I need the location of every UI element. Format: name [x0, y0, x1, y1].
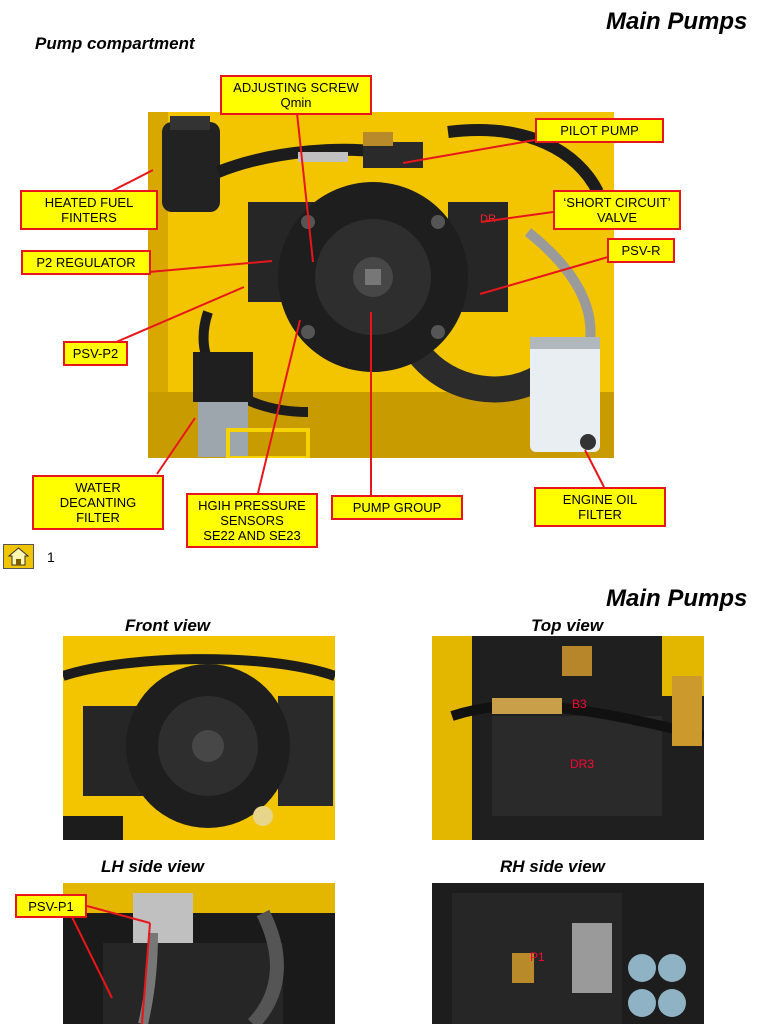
callout-pilot-pump: PILOT PUMP: [535, 118, 664, 143]
rh-side-view-heading: RH side view: [500, 857, 605, 876]
callout-psv-p2: PSV-P2: [63, 341, 128, 366]
callout-pump-group: PUMP GROUP: [331, 495, 463, 520]
rh-side-view-photo: P1: [432, 883, 704, 1024]
photo-label-p1: P1: [530, 950, 545, 964]
slide2-title: Main Pumps: [606, 585, 748, 612]
callout-adjusting-screw: ADJUSTING SCREW Qmin: [220, 75, 372, 115]
top-view-heading: Top view: [531, 616, 604, 635]
callout-high-pressure-sensors: HGIH PRESSURE SENSORS SE22 AND SE23: [186, 493, 318, 548]
photo-label-b3: B3: [572, 697, 587, 711]
slide1-subtitle: Pump compartment: [35, 34, 195, 53]
callout-short-circuit-valve: ‘SHORT CIRCUIT’ VALVE: [553, 190, 681, 230]
lh-side-view-photo: [63, 883, 335, 1024]
photo-label-dr3: DR3: [570, 757, 594, 771]
top-view-photo: B3 DR3: [432, 636, 704, 840]
page-number: 1: [47, 549, 55, 565]
pump-compartment-photo: DR: [148, 112, 614, 458]
lh-side-view-heading: LH side view: [101, 857, 204, 876]
callout-heated-fuel-filters: HEATED FUEL FINTERS: [20, 190, 158, 230]
photo-label-dr: DR: [480, 213, 496, 225]
callout-psv-r: PSV-R: [607, 238, 675, 263]
callout-water-decanting-filter: WATER DECANTING FILTER: [32, 475, 164, 530]
home-icon: [7, 547, 30, 566]
front-view-photo: [63, 636, 335, 840]
callout-psv-p1: PSV-P1: [15, 894, 87, 918]
callout-engine-oil-filter: ENGINE OIL FILTER: [534, 487, 666, 527]
front-view-heading: Front view: [125, 616, 211, 635]
home-button[interactable]: [3, 544, 34, 569]
slide1-title: Main Pumps: [606, 8, 748, 35]
callout-p2-regulator: P2 REGULATOR: [21, 250, 151, 275]
